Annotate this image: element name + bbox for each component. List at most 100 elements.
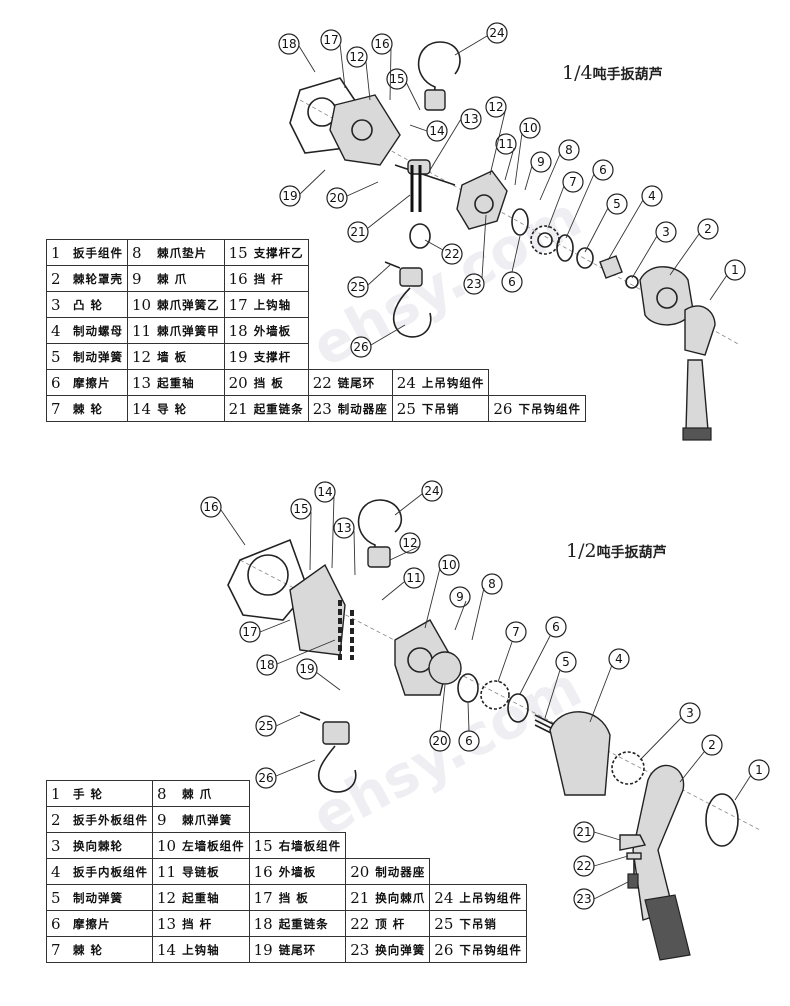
legend-part-name: 扳手内板组件 [69,858,153,885]
callout-p1-8: 8 [558,139,580,161]
legend-part-number: 20 [345,858,372,885]
svg-text:23: 23 [466,277,481,291]
legend-part-number: 2 [46,265,69,292]
legend-part-number: 25 [429,910,456,937]
legend-part-number: 18 [248,910,275,937]
callout-p2-1: 1 [748,759,770,781]
legend-part-name: 凸 轮 [69,291,128,318]
legend-part-name: 棘 轮 [69,395,128,422]
svg-text:6: 6 [508,275,516,289]
callout-p2-3: 3 [679,702,701,724]
svg-text:19: 19 [282,189,297,203]
legend-part-name: 支撑杆乙 [249,239,309,266]
callout-p2-4: 4 [608,648,630,670]
callout-p1-2: 2 [697,218,719,240]
svg-text:17: 17 [242,625,257,639]
legend-part-number: 3 [46,291,69,318]
legend-empty-cell [489,344,586,370]
panel2-title-text: 吨手扳葫芦 [596,545,667,561]
legend-part-number: 20 [223,369,250,396]
legend-part-name: 换向棘爪 [371,884,431,911]
svg-text:1: 1 [731,263,739,277]
svg-text:10: 10 [522,121,537,135]
legend-part-number: 26 [429,936,456,963]
svg-text:15: 15 [293,502,308,516]
svg-text:25: 25 [258,719,273,733]
panel1-title: 1/4吨手扳葫芦 [562,62,663,84]
callout-p2-20: 20 [429,730,451,752]
legend-part-number: 7 [46,936,69,963]
legend-part-number: 8 [127,239,154,266]
svg-text:8: 8 [488,577,496,591]
legend-part-number: 14 [127,395,154,422]
callout-p2-23: 23 [573,888,595,910]
svg-text:19: 19 [299,662,314,676]
legend-empty-cell [392,266,489,292]
callout-p1-6: 6 [592,159,614,181]
legend-part-number: 6 [46,910,69,937]
legend-part-name: 换向棘轮 [69,832,153,859]
svg-text:6: 6 [599,163,607,177]
panel2-callouts: 16 15 14 13 24 12 10 11 9 8 7 6 5 4 3 2 … [200,480,770,910]
svg-text:21: 21 [576,825,591,839]
callout-p1-19: 19 [279,185,301,207]
callout-p1-3: 3 [655,221,677,243]
legend-part-number: 23 [345,936,372,963]
legend-part-name: 起重链条 [249,395,309,422]
callout-p1-15: 15 [386,68,408,90]
legend-part-name: 棘轮罩壳 [69,265,128,292]
svg-text:16: 16 [203,500,218,514]
legend-part-name: 挡 板 [274,884,347,911]
legend-part-number: 21 [345,884,372,911]
callout-p1-22: 22 [441,243,463,265]
legend-part-number: 26 [488,395,515,422]
callout-p1-14: 14 [426,120,448,142]
callout-p1-25: 25 [347,276,369,298]
svg-text:15: 15 [389,72,404,86]
legend-part-number: 4 [46,317,69,344]
svg-text:5: 5 [613,197,621,211]
legend-part-number: 17 [223,291,250,318]
callout-p2-9: 9 [449,586,471,608]
legend-empty-cell [308,318,392,344]
legend-empty-cell [249,807,346,833]
callout-p2-7: 7 [505,621,527,643]
svg-text:24: 24 [424,484,439,498]
legend-part-number: 5 [46,343,69,370]
callout-p1-23: 23 [463,273,485,295]
legend-part-name: 左墙板组件 [178,832,250,859]
panel1-title-num: 1/4 [562,62,593,84]
svg-text:25: 25 [350,280,365,294]
callout-p2-13: 13 [333,517,355,539]
legend-empty-cell [249,781,346,807]
legend-part-number: 12 [127,343,154,370]
legend-empty-cell [430,833,527,859]
legend-part-name: 棘 爪 [153,265,225,292]
callout-p1-24: 24 [486,22,508,44]
legend-part-name: 链尾环 [274,936,347,963]
legend-part-number: 13 [127,369,154,396]
legend-part-name: 下吊钩组件 [514,395,586,422]
legend-part-number: 25 [391,395,418,422]
callout-p2-6b: 6 [458,730,480,752]
legend-part-name: 起重轴 [153,369,225,396]
svg-text:4: 4 [615,652,623,666]
callout-p2-11: 11 [403,567,425,589]
legend-part-name: 制动螺母 [69,317,128,344]
svg-text:12: 12 [349,50,364,64]
legend-part-number: 22 [345,910,372,937]
legend-part-number: 11 [152,858,179,885]
legend-part-name: 链尾环 [333,369,393,396]
legend-empty-cell [308,266,392,292]
callout-p1-18: 18 [278,33,300,55]
legend-part-number: 14 [152,936,179,963]
callout-p2-8: 8 [481,573,503,595]
callout-p1-1: 1 [724,259,746,281]
legend-part-name: 上吊钩组件 [417,369,490,396]
legend-part-name: 导 轮 [153,395,225,422]
